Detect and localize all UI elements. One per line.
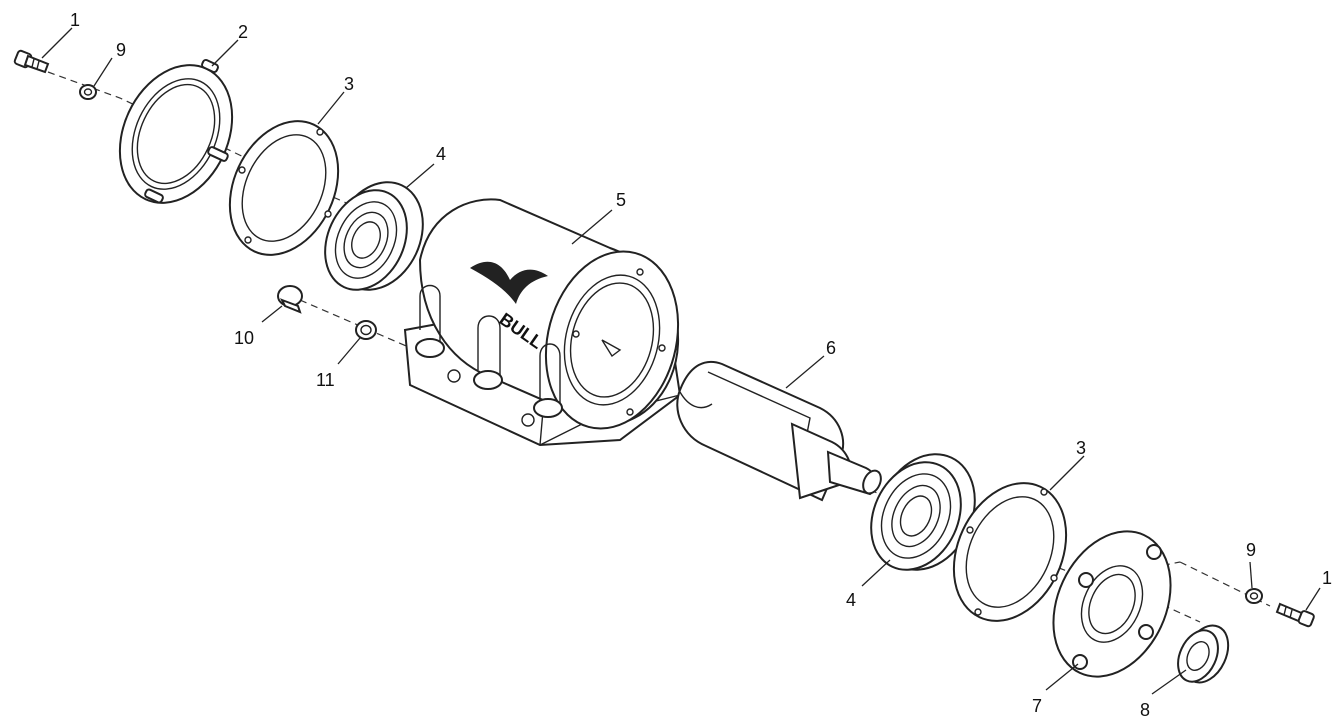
callout-labels: 1 9 2 3 4 5 10 11 6 3 4 9 1 7 8: [70, 10, 1332, 720]
part-end-cap-left: [118, 58, 234, 204]
callout-1-left: 1: [70, 10, 80, 30]
part-gasket-left: [228, 120, 340, 256]
callout-10: 10: [234, 328, 254, 348]
callout-4-left: 4: [436, 144, 446, 164]
callout-3-left: 3: [344, 74, 354, 94]
part-bolt-right: [1275, 602, 1315, 628]
callout-11: 11: [316, 370, 335, 390]
callout-7: 7: [1032, 696, 1042, 716]
callout-6: 6: [826, 338, 836, 358]
callout-5: 5: [616, 190, 626, 210]
part-washer-plug: [355, 320, 377, 340]
callout-3-right: 3: [1076, 438, 1086, 458]
part-plug: [277, 285, 303, 314]
part-gasket-right: [952, 482, 1068, 622]
part-shaft: [676, 360, 882, 502]
part-bolt-left: [13, 49, 50, 74]
callout-9-left: 9: [116, 40, 126, 60]
callout-9-right: 9: [1246, 540, 1256, 560]
callout-8: 8: [1140, 700, 1150, 720]
part-end-cap-right: [1052, 530, 1172, 678]
part-washer-right: [1245, 588, 1263, 604]
callout-2: 2: [238, 22, 248, 42]
part-bearing-left: [324, 181, 424, 291]
callout-1-right: 1: [1322, 568, 1332, 588]
part-housing: BULL: [403, 198, 682, 447]
part-seal: [1177, 624, 1230, 684]
leader-lines: [41, 27, 1321, 695]
callout-4-right: 4: [846, 590, 856, 610]
part-washer-left: [79, 84, 97, 100]
part-bearing-right: [870, 453, 976, 571]
